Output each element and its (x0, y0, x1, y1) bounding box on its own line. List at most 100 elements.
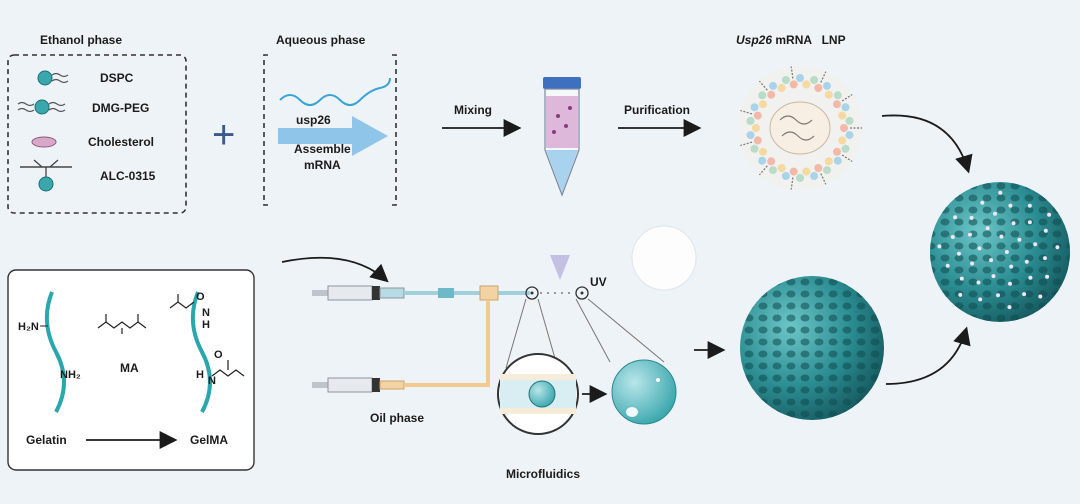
lipid-bead (838, 111, 847, 120)
lipid-bead (823, 81, 831, 90)
lipid-bead (750, 144, 759, 153)
dmg-peg-icon (17, 99, 66, 115)
lnp-dot (1017, 237, 1022, 242)
ethanol-phase-panel: Ethanol phase DSPC DMG-PEG Cholesterol A… (7, 33, 187, 214)
gelma-droplet-icon (611, 359, 677, 425)
lnp-dot (1008, 281, 1012, 286)
lipid-bead (796, 74, 804, 82)
lipid-bead (781, 76, 790, 84)
lnp-dot (1028, 275, 1033, 280)
lnp-dot (978, 297, 983, 302)
lipid-bead (814, 164, 823, 172)
lipid-bead (845, 131, 854, 140)
lipid-bead (767, 90, 776, 99)
gelma-label: GelMA (190, 433, 228, 447)
lnp-dot (970, 261, 975, 266)
lnp-dot (989, 258, 994, 263)
dspc-icon (37, 70, 69, 86)
mrna-strand-icon (279, 77, 391, 106)
aqueous-phase-title: Aqueous phase (276, 33, 366, 47)
lipid-bead (746, 131, 755, 140)
lnp-dot (999, 234, 1004, 239)
lnp-dot (1043, 228, 1048, 233)
alc-0315-icon (20, 159, 72, 192)
lipid-bead (759, 100, 767, 109)
lnp-to-loaded-arrow (881, 114, 973, 174)
lnp-dot (985, 226, 990, 231)
loaded-microsphere-icon (930, 182, 1070, 322)
lnp-dot (1043, 256, 1047, 261)
lipid-bead (769, 166, 777, 175)
lipid-bead (823, 166, 831, 175)
lnp-gene-label: Usp26 (736, 33, 772, 47)
assemble-label-line1: Assemble (294, 142, 351, 156)
ma-structure-icon (97, 314, 147, 334)
gelma-panel: H₂N NH₂ MA O N H O N H Gelatin GelMA (7, 269, 255, 471)
lnp-dot (1038, 294, 1043, 299)
lnp-dot (945, 263, 950, 268)
lnp-dot (996, 293, 1000, 298)
aqueous-phase-panel: Aqueous phase usp26 Assemble mRNA (263, 33, 397, 206)
porous-microsphere-icon (740, 276, 884, 420)
mixing-label: Mixing (454, 103, 492, 117)
lipid-bead (824, 157, 833, 166)
lnp-dot (950, 235, 955, 239)
oil-phase-label: Oil phase (370, 411, 424, 425)
lnp-dot (1004, 250, 1009, 254)
assemble-label-line2: mRNA (304, 158, 341, 172)
peg-chain (820, 71, 827, 83)
lipid-bead (781, 172, 790, 180)
lipid-bead (838, 136, 847, 145)
lnp-dot (968, 232, 972, 237)
lipid-bead (833, 100, 841, 109)
microfluidic-device: UV Oil phase Microfluidics (312, 255, 677, 481)
lnp-dot (1027, 203, 1032, 208)
lnp-dot (937, 244, 942, 249)
lipid-bead (841, 144, 850, 153)
lipid-bead (769, 81, 777, 90)
ethanol-item-dmg-peg: DMG-PEG (92, 101, 149, 115)
lnp-dot (991, 274, 996, 279)
lnp-title: Usp26 mRNA LNP (736, 33, 846, 47)
peg-chain (740, 141, 753, 147)
lnp-dot (958, 292, 963, 297)
lipid-bead (746, 116, 755, 125)
lipid-bead (758, 156, 767, 165)
purification-label: Purification (624, 103, 690, 117)
gelma-o-top: O (196, 291, 205, 303)
microsphere-to-loaded-arrow (885, 326, 971, 385)
cholesterol-icon (31, 136, 57, 148)
lipid-bead (750, 103, 759, 112)
gelma-h-top: H (202, 319, 210, 331)
lipid-bead (759, 147, 767, 156)
peg-chain (841, 154, 853, 163)
lipid-bead (752, 124, 760, 132)
lnp-dot (1033, 242, 1038, 247)
lipid-bead (796, 174, 804, 182)
lnp-dot (1055, 245, 1060, 250)
ma-label: MA (120, 361, 139, 375)
uv-label: UV (590, 275, 607, 289)
lipid-bead (758, 91, 767, 100)
peg-chain (740, 109, 753, 115)
lnp-dot (977, 246, 982, 251)
lipid-bead (814, 84, 823, 92)
gelatin-amine-bottom: NH₂ (60, 369, 81, 381)
centrifuge-tube-icon (543, 77, 581, 197)
lipid-bead (777, 164, 786, 172)
lipid-bead (802, 80, 811, 89)
lnp-dot (980, 200, 985, 205)
gelma-n-top: N (202, 307, 210, 319)
lipid-bead (789, 167, 798, 176)
lnp-dot (998, 190, 1003, 195)
ethanol-item-alc-0315: ALC-0315 (100, 169, 156, 183)
lipid-bead (777, 84, 786, 92)
lnp-dot (1027, 220, 1032, 225)
lnp-dot (1024, 259, 1029, 264)
assemble-arrow-icon (278, 116, 388, 156)
lipid-bead (833, 147, 841, 156)
lipid-bead (840, 124, 848, 132)
gelma-h-bottom: H (196, 369, 204, 381)
